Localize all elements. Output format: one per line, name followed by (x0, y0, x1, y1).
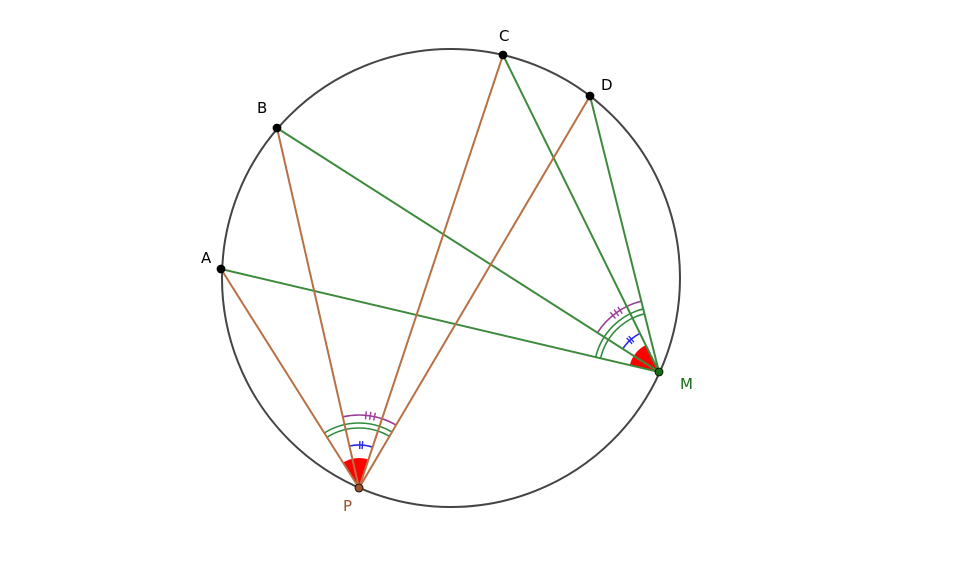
angle-m-purple-arc-tick (609, 311, 616, 319)
angle-p-blue-arc (349, 444, 373, 448)
segment-MB (276, 127, 660, 373)
angle-m-blue-arc (622, 332, 641, 350)
angle-m-red-sector (629, 345, 659, 372)
point-P (354, 483, 364, 493)
angle-p-purple-arc-tick (372, 412, 377, 421)
label-B: B (257, 99, 267, 117)
segment-MA (220, 268, 660, 373)
segment-PA (220, 268, 360, 489)
segment-MC (502, 54, 660, 373)
label-D: D (601, 76, 613, 94)
segment-PB (276, 127, 360, 489)
segment-MD (589, 95, 660, 373)
angle-m-blue-arc-tick (628, 335, 635, 343)
angle-m-blue-arc-tick (626, 337, 633, 345)
angle-p-green-arc-inner (326, 427, 390, 438)
circle (221, 48, 681, 508)
angle-m-purple-arc-tick (617, 306, 623, 315)
label-A: A (201, 249, 212, 267)
point-B (272, 123, 282, 133)
label-M: M (680, 375, 693, 393)
label-P: P (343, 497, 352, 515)
label-C: C (499, 27, 509, 45)
angle-m-green-arc-outer (594, 308, 644, 358)
angle-m-purple-arc-tick (613, 309, 620, 317)
point-M (654, 367, 664, 377)
angle-m-green-arc-inner (599, 313, 645, 359)
angle-p-purple-arc-tick (368, 411, 372, 420)
segment-PD (358, 95, 591, 489)
angle-p-blue-arc-tick (361, 441, 364, 450)
angle-p-green-arc-outer (323, 422, 393, 434)
angle-p-purple-arc-tick (364, 411, 367, 420)
point-C (498, 50, 508, 60)
segment-PC (358, 54, 504, 489)
point-D (585, 91, 595, 101)
point-A (216, 264, 226, 274)
